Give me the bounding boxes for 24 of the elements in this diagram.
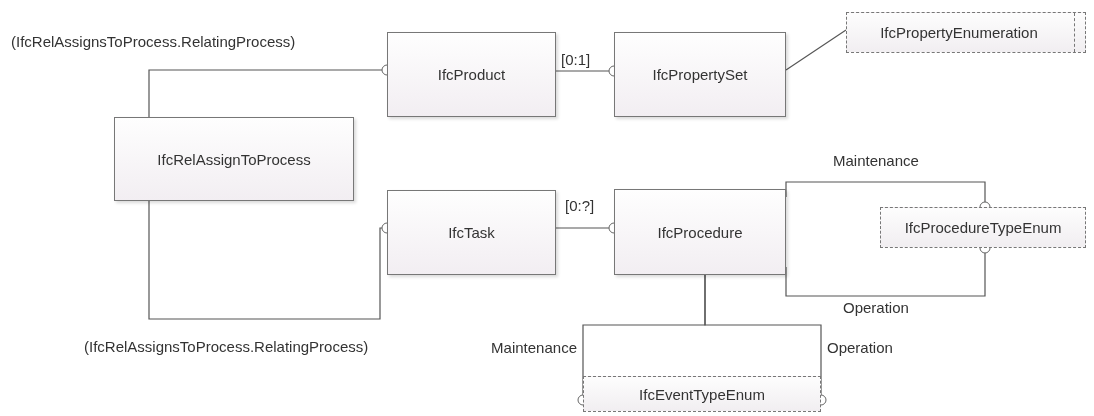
connector-line [704,274,827,406]
connector-line [785,29,847,71]
class-name: IfcTask [448,224,495,241]
class-name: IfcProcedureTypeEnum [904,219,1062,236]
class-name: IfcProduct [437,66,506,83]
enum-box [846,12,1086,53]
edge-label: [0:1] [560,51,592,69]
class-name: IfcRelAssignToProcess [157,150,311,168]
edge-label: (IfcRelAssignsToProcess.RelatingProcess) [83,338,370,356]
enum-box [583,376,821,412]
class-name: IfcPropertySet [652,66,748,83]
class-name: IfcProcedure [657,223,743,241]
edge-label: (IfcRelAssignsToProcess.RelatingProcess) [10,33,297,51]
edge-label: Operation [826,339,894,357]
edge-label: Operation [842,299,910,317]
class-box [114,117,354,201]
class-box [387,32,556,117]
class-box [614,32,786,117]
edge-label: [0:?] [564,197,596,215]
class-name: IfcEventTypeEnum [639,385,765,403]
class-box [387,190,556,275]
class-box [614,189,786,275]
class-name: IfcPropertyEnumeration [880,24,1038,41]
enum-box [880,207,1086,248]
